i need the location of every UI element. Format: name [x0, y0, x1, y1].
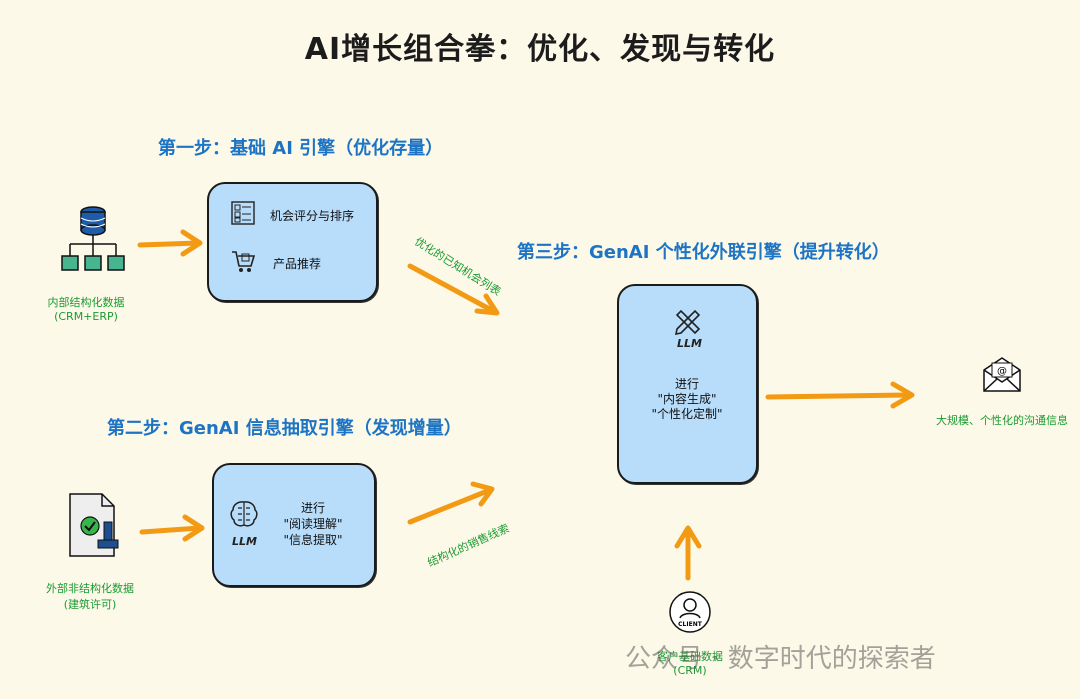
step3-line1: 进行	[674, 377, 699, 391]
step3-heading: 第三步：GenAI 个性化外联引擎（提升转化）	[517, 242, 890, 263]
arrow-step3-to-output	[765, 381, 915, 409]
arrow-source-to-step2	[139, 514, 205, 542]
step2-line3: "信息提取"	[283, 533, 343, 547]
watermark: 公众号 · 数字时代的探索者	[625, 644, 936, 674]
database-icon	[61, 206, 125, 271]
client-icon-text: CLIENT	[678, 621, 703, 628]
step2-source-sublabel: (建筑许可)	[63, 598, 117, 611]
step1-engine-box	[207, 182, 378, 302]
step2-source-label: 外部非结构化数据	[46, 582, 134, 595]
brain-icon	[230, 501, 258, 527]
step1-item-scoring: 机会评分与排序	[270, 209, 355, 223]
step2-line2: "阅读理解"	[283, 517, 343, 531]
step1-item-recommend: 产品推荐	[273, 257, 322, 271]
step2-llm-label: LLM	[232, 535, 257, 548]
output-label: 大规模、个性化的沟通信息	[936, 414, 1068, 427]
step3-line2: "内容生成"	[657, 392, 717, 406]
step3-llm-label: LLM	[677, 337, 702, 350]
diagram-title: AI增长组合拳：优化、发现与转化	[304, 32, 776, 67]
client-data-sublabel: (CRM)	[673, 664, 707, 677]
arrow-step1-to-step3	[407, 263, 500, 316]
step3-line3: "个性化定制"	[651, 407, 723, 421]
step1-source-sublabel: (CRM+ERP)	[54, 310, 118, 323]
step1-source-label: 内部结构化数据	[47, 296, 125, 309]
arrow-step2-to-step3	[407, 481, 495, 525]
svg-text:@: @	[997, 366, 1007, 377]
client-data-label: 客户基础数据	[657, 650, 723, 663]
shopping-cart-icon	[232, 251, 256, 272]
arrow-client-to-step3	[674, 525, 702, 581]
step2-line1: 进行	[300, 501, 325, 515]
email-icon: @	[983, 357, 1021, 392]
arrow-source-to-step1	[137, 229, 203, 257]
step1-heading: 第一步：基础 AI 引擎（优化存量）	[158, 138, 444, 159]
pencil-ruler-icon	[674, 309, 701, 335]
client-icon: CLIENT	[669, 591, 711, 633]
ranking-icon	[231, 201, 255, 225]
step2-heading: 第二步：GenAI 信息抽取引擎（发现增量）	[107, 418, 462, 439]
document-approval-icon	[69, 493, 119, 557]
